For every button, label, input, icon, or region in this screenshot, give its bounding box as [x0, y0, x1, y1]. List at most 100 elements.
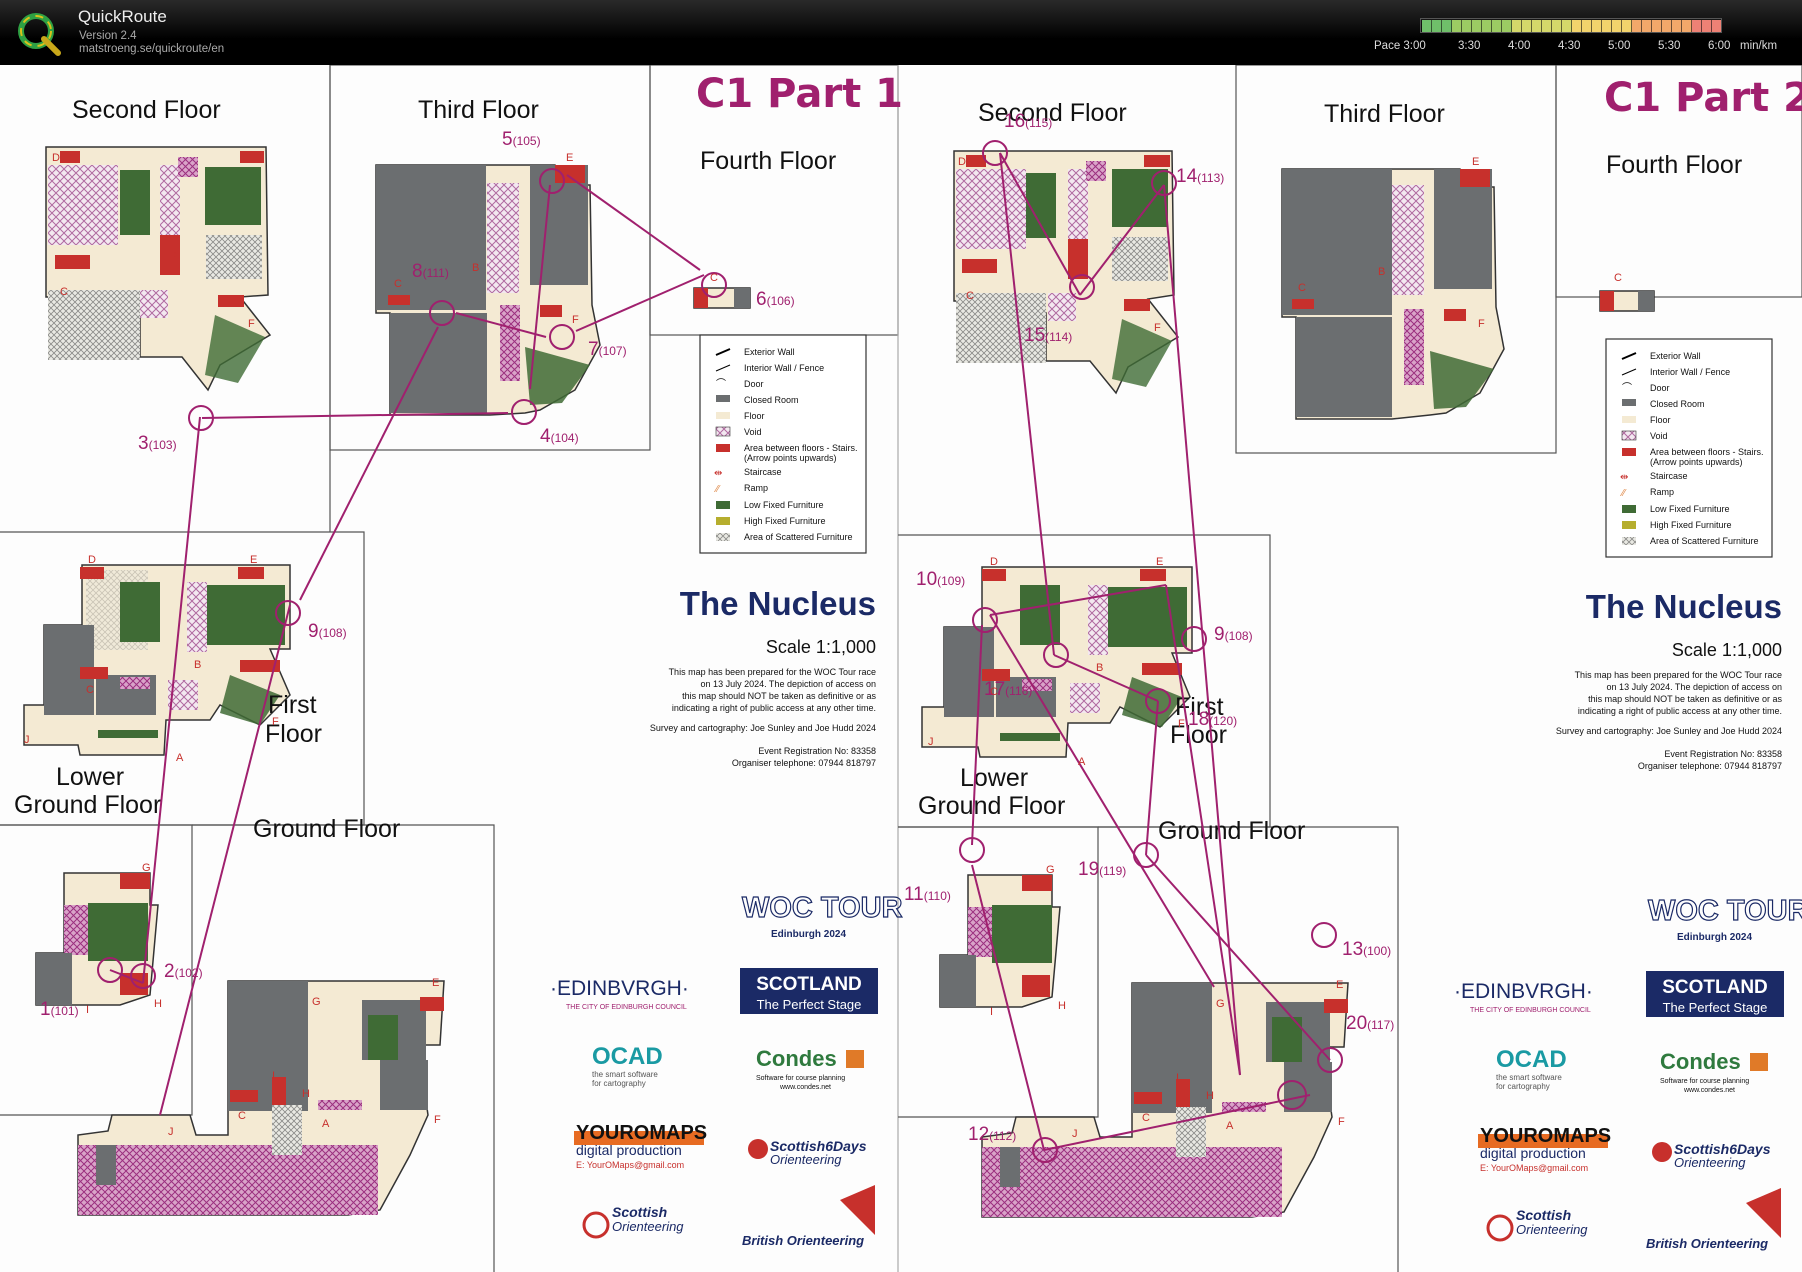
- door-f-1: F: [248, 318, 255, 330]
- so-tagline-2: Orienteering: [1516, 1222, 1588, 1237]
- control-1-num: 1: [40, 999, 51, 1020]
- svg-text:6(106): 6(106): [756, 289, 795, 310]
- pace-unit: min/km: [1740, 40, 1778, 52]
- pace-scale-cell: [1662, 20, 1672, 32]
- svg-text:17(116): 17(116): [984, 679, 1032, 700]
- legend-closed-room: Closed Room: [744, 395, 799, 405]
- p2-door-h-g: H: [1206, 1090, 1214, 1102]
- p2-door-j-f1: J: [928, 736, 934, 748]
- svg-text:15(114): 15(114): [1024, 325, 1072, 346]
- legend2-staircase: Staircase: [1650, 471, 1688, 481]
- p2-control-17-num: 17: [984, 679, 1005, 700]
- pace-scale-cell: [1682, 20, 1692, 32]
- svg-text:14(113): 14(113): [1176, 166, 1224, 187]
- pace-scale-cell: [1422, 20, 1432, 32]
- p2-control-10-num: 10: [916, 569, 937, 590]
- part1-first-floor-title-a: First: [268, 691, 317, 719]
- p2-control-11-code: (110): [924, 889, 951, 903]
- part1-ground-floor-plan: [77, 980, 445, 1216]
- part2-ground-floor-title: Ground Floor: [1158, 817, 1305, 845]
- svg-text:10(109): 10(109): [916, 569, 965, 590]
- door-e-g: E: [432, 977, 439, 989]
- edinburgh-logo-2: ·EDINBVRGH·: [1454, 980, 1593, 1003]
- notice2-line-1: This map has been prepared for the WOC T…: [1575, 670, 1782, 680]
- door-j-g: J: [168, 1126, 174, 1138]
- door-f-g: F: [434, 1114, 441, 1126]
- p2-control-18-code: (120): [1209, 714, 1237, 728]
- notice2-line-3: this map should NOT be taken as definiti…: [1588, 694, 1782, 704]
- condes-logo: Condes: [756, 1046, 837, 1071]
- part2-venue-info: The Nucleus Scale 1:1,000 This map has b…: [1556, 588, 1783, 771]
- p2-door-a-g: A: [1226, 1120, 1234, 1132]
- part2-panels: [897, 65, 1802, 1272]
- part1-second-floor-title: Second Floor: [72, 96, 221, 124]
- p2-control-9-code: (108): [1225, 629, 1253, 643]
- p2-door-b-f1: B: [1096, 662, 1103, 674]
- door-f-f1: F: [272, 716, 279, 728]
- youromaps-email-2: E: YourOMaps@gmail.com: [1480, 1163, 1588, 1173]
- door-b-1: B: [170, 248, 177, 260]
- orienteering-map[interactable]: Second Floor Third Floor Fourth Floor Fi…: [0, 65, 1802, 1272]
- legend-ramp: Ramp: [744, 483, 768, 493]
- p2-control-19-code: (119): [1099, 864, 1126, 878]
- part2-control-circles: [959, 140, 1343, 1163]
- door-c-3: C: [394, 278, 402, 290]
- part2-control-labels: 9(108) 10(109) 11(110) 12(112) 13(100) 1…: [904, 111, 1394, 1145]
- notice2-line-4: indicating a right of public access at a…: [1578, 706, 1782, 716]
- door-a-f1: A: [176, 752, 184, 764]
- notice-line-3: this map should NOT be taken as definiti…: [682, 691, 876, 701]
- part2-second-floor-title: Second Floor: [978, 99, 1127, 127]
- condes-url-2: www.condes.net: [1683, 1087, 1735, 1094]
- p2-door-i-g: I: [1176, 1072, 1179, 1084]
- door-a-g: A: [322, 1118, 330, 1130]
- legend-scattered-furniture: Area of Scattered Furniture: [744, 532, 853, 542]
- app-title: QuickRoute: [78, 7, 167, 26]
- ocad-tagline-1: the smart software: [592, 1070, 658, 1079]
- p2-door-f-f1: F: [1178, 718, 1185, 730]
- door-e-3: E: [566, 152, 573, 164]
- organiser-telephone-2: Organiser telephone: 07944 818797: [1638, 761, 1782, 771]
- p2-control-10-code: (109): [937, 574, 965, 588]
- app-url[interactable]: matstroeng.se/quickroute/en: [79, 43, 225, 55]
- pace-scale-cell: [1542, 20, 1552, 32]
- door-h-g: H: [302, 1088, 310, 1100]
- map-canvas[interactable]: Second Floor Third Floor Fourth Floor Fi…: [0, 65, 1802, 1272]
- svg-text:⇹: ⇹: [1620, 472, 1628, 483]
- door-i-g: I: [272, 1070, 275, 1082]
- control-3-code: (103): [149, 438, 177, 452]
- part1-course-title: C1 Part 1: [696, 71, 903, 117]
- s6d-logo: Scottish6Days: [770, 1138, 867, 1154]
- p2-door-e-1: E: [1158, 156, 1165, 168]
- legend2-scattered-furniture: Area of Scattered Furniture: [1650, 536, 1759, 546]
- part1-course-legs: [109, 174, 705, 1116]
- pace-scale-cell: [1462, 20, 1472, 32]
- p2-door-e-3: E: [1472, 156, 1479, 168]
- pace-scale-cell: [1642, 20, 1652, 32]
- woc-tour-logo-2: WOC TOUR: [1648, 895, 1802, 927]
- control-4-code: (104): [551, 431, 579, 445]
- p2-control-18-num: 18: [1188, 709, 1209, 730]
- door-b-3: B: [472, 262, 479, 274]
- pace-scale-cell: [1512, 20, 1522, 32]
- event-registration-2: Event Registration No: 83358: [1664, 749, 1782, 759]
- pace-scale-cell: [1622, 20, 1632, 32]
- app-header: QuickRoute Version 2.4 matstroeng.se/qui…: [0, 0, 1802, 65]
- pace-scale-cell: [1442, 20, 1452, 32]
- pace-scale-cell: [1702, 20, 1712, 32]
- floor-titles: Second Floor Third Floor Fourth Floor Fi…: [14, 96, 1742, 845]
- part2-lower-ground-floor-plan: [939, 874, 1061, 1008]
- pace-scale-cell: [1602, 20, 1612, 32]
- door-g-g: G: [312, 996, 321, 1008]
- bo-logo-2: British Orienteering: [1646, 1236, 1768, 1251]
- pace-label-5-30: 5:30: [1658, 40, 1681, 52]
- s6d-tagline: Orienteering: [770, 1152, 842, 1167]
- notice-line-2: on 13 July 2024. The depiction of access…: [701, 679, 876, 689]
- legend2-high-furniture: High Fixed Furniture: [1650, 520, 1732, 530]
- door-h-lg: H: [154, 998, 162, 1010]
- svg-text:1(101): 1(101): [40, 999, 79, 1020]
- part1-legend: Exterior Wall Interior Wall / Fence ⌒ Do…: [699, 334, 867, 554]
- legend2-interior-wall: Interior Wall / Fence: [1650, 367, 1730, 377]
- legend2-stairs-arrow: (Arrow points upwards): [1650, 457, 1743, 467]
- part2-sponsors: WOC TOUR Edinburgh 2024 ·EDINBVRGH· THE …: [1454, 894, 1802, 1251]
- p2-door-j-g: J: [1072, 1128, 1078, 1140]
